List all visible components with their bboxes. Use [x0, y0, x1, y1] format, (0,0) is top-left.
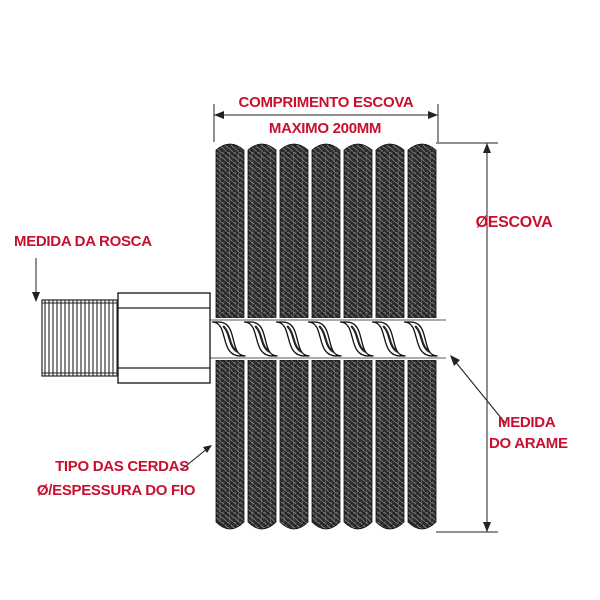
threaded-stem [41, 299, 121, 377]
bristle-tuft-top [375, 143, 405, 319]
thread-label: MEDIDA DA ROSCA [14, 233, 152, 250]
wire-twist-shade [350, 325, 367, 353]
bristle-tuft-top [343, 143, 373, 319]
wire-twist-shade [222, 325, 239, 353]
bristle-tuft-bottom [311, 359, 341, 530]
bristle-tuft-top [407, 143, 437, 319]
wire-twist-shade [286, 325, 303, 353]
thread-leader [32, 258, 40, 302]
bristle-tuft-bottom [407, 359, 437, 530]
wire-twist-shade [254, 325, 271, 353]
wire-twist-shade [414, 325, 431, 353]
bristle-tuft-bottom [247, 359, 277, 530]
length-label: COMPRIMENTO ESCOVA [239, 94, 414, 111]
bristle-tuft-bottom [279, 359, 309, 530]
bristle-tuft-top [247, 143, 277, 319]
bristle-tuft-top [215, 143, 245, 319]
bristle-type-label: TIPO DAS CERDAS [55, 458, 189, 475]
wire-leader [450, 355, 507, 425]
length-dimension [213, 104, 439, 142]
bristle-thickness-label: Ø/ESPESSURA DO FIO [37, 482, 196, 499]
wire-twist-shade [318, 325, 335, 353]
wire-twist-shade [382, 325, 399, 353]
bristle-block [215, 143, 437, 530]
max-length-label: MAXIMO 200MM [269, 120, 381, 137]
bristle-leader [180, 445, 212, 471]
bristle-tuft-bottom [215, 359, 245, 530]
bristle-tuft-top [279, 143, 309, 319]
wire-label-line1: MEDIDA [498, 414, 556, 431]
twisted-wire-core [210, 318, 446, 360]
diameter-dimension [436, 142, 498, 533]
bristle-tuft-top [311, 143, 341, 319]
wire-label-line2: DO ARAME [489, 435, 568, 452]
diameter-label: ØESCOVA [476, 214, 553, 231]
bristle-tuft-bottom [343, 359, 373, 530]
ferrule [117, 292, 211, 384]
bristle-tuft-bottom [375, 359, 405, 530]
